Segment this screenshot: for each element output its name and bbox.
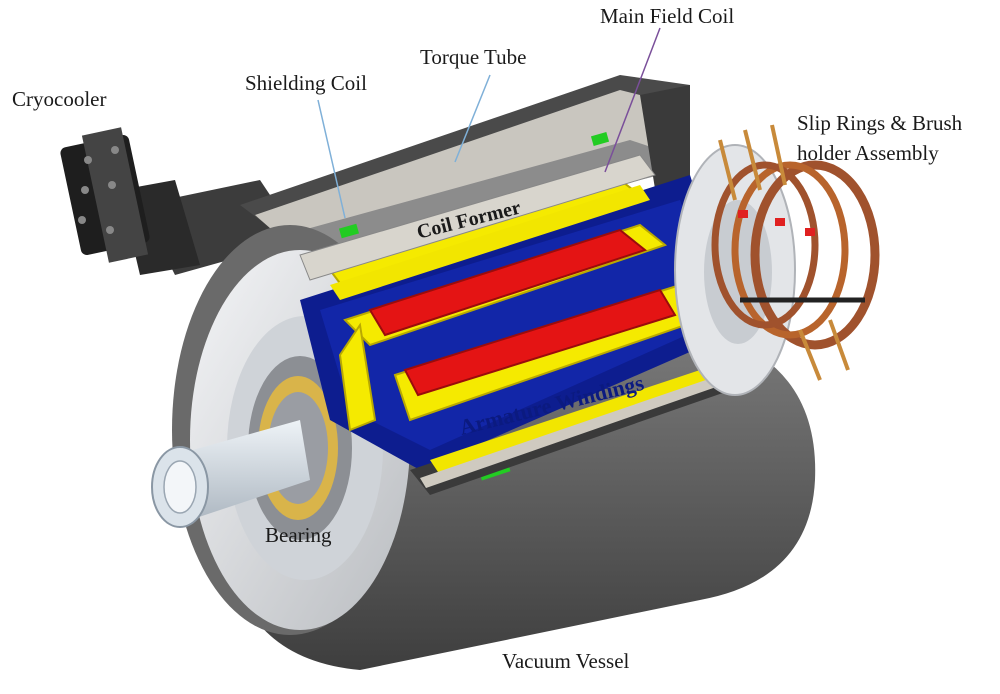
- shielding-coil-label: Shielding Coil: [245, 71, 367, 95]
- slip-rings-label-line1: Slip Rings & Brush: [797, 111, 963, 135]
- cryocooler-label: Cryocooler: [12, 87, 107, 111]
- bearing-label: Bearing: [265, 523, 332, 547]
- leader-torque-tube: [454, 74, 491, 163]
- slip-rings-label-line2: holder Assembly: [797, 141, 939, 165]
- lower-cutaway: [410, 360, 760, 495]
- field-windings-red: [368, 228, 677, 397]
- leader-shielding-coil: [317, 99, 346, 219]
- leader-main-field-coil: [604, 27, 661, 173]
- vacuum-vessel-label: Vacuum Vessel: [502, 649, 630, 673]
- torque-tube-label: Torque Tube: [420, 45, 527, 69]
- coil-former-band: [299, 154, 656, 300]
- main-field-coil-label: Main Field Coil: [600, 4, 735, 28]
- slip-rings-assembly: [711, 124, 880, 381]
- leader-lines: [317, 74, 491, 219]
- shaft: [151, 420, 310, 528]
